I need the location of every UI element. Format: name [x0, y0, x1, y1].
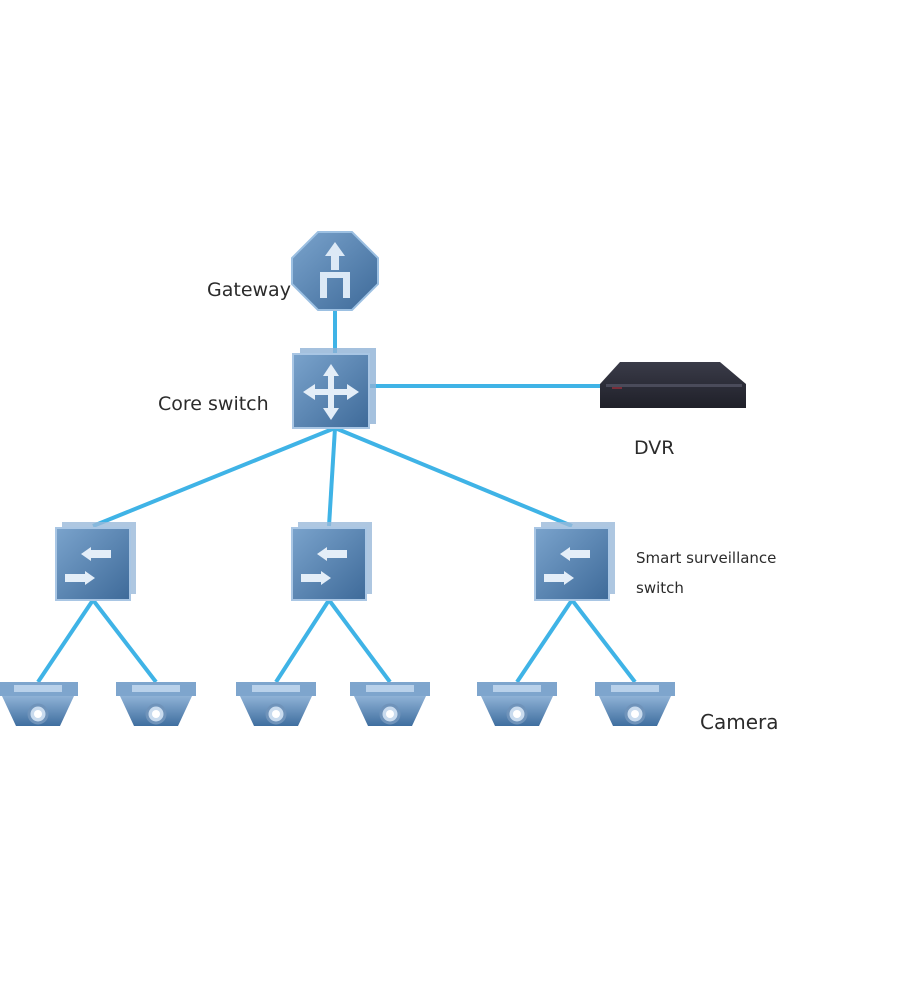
links-layer [36, 310, 637, 684]
link-core-switch-access-switch-1 [92, 426, 336, 528]
gateway-icon [291, 231, 379, 311]
switch-arrows-icon [544, 547, 590, 585]
access-switch-1-node[interactable] [55, 522, 136, 601]
smart-switch-icon [291, 527, 367, 601]
gateway-label: Gateway [207, 279, 291, 301]
link-access-switch-2-camera-3 [274, 598, 331, 684]
smart-switch-label: Smart surveillance switch [636, 549, 777, 597]
link-access-switch-3-camera-5 [515, 598, 574, 684]
link-access-switch-2-camera-4 [327, 598, 392, 684]
dvr-node[interactable] [600, 362, 746, 408]
access-switch-3-node[interactable] [534, 522, 615, 601]
smart-switch-icon [534, 527, 610, 601]
camera-3-node[interactable] [236, 682, 316, 726]
link-access-switch-3-camera-6 [570, 598, 637, 684]
core-switch-arrows-icon [303, 364, 359, 420]
camera-4-node[interactable] [350, 682, 430, 726]
core-switch-label: Core switch [158, 393, 269, 415]
smart-switch-icon [55, 527, 131, 601]
link-core-switch-access-switch-2 [327, 427, 337, 527]
access-switch-2-node[interactable] [291, 522, 372, 601]
camera-label: Camera [700, 710, 779, 734]
link-access-switch-1-camera-1 [36, 598, 95, 684]
camera-5-node[interactable] [477, 682, 557, 726]
gateway-arrows-icon [320, 242, 350, 298]
gateway-node[interactable] [291, 231, 379, 311]
core-switch-node[interactable] [292, 348, 376, 429]
camera-6-node[interactable] [595, 682, 675, 726]
link-core-switch-access-switch-3 [334, 426, 573, 528]
switch-arrows-icon [65, 547, 111, 585]
camera-1-node[interactable] [0, 682, 78, 726]
dvr-label: DVR [634, 437, 675, 459]
switch-arrows-icon [301, 547, 347, 585]
link-access-switch-1-camera-2 [91, 598, 158, 684]
camera-2-node[interactable] [116, 682, 196, 726]
